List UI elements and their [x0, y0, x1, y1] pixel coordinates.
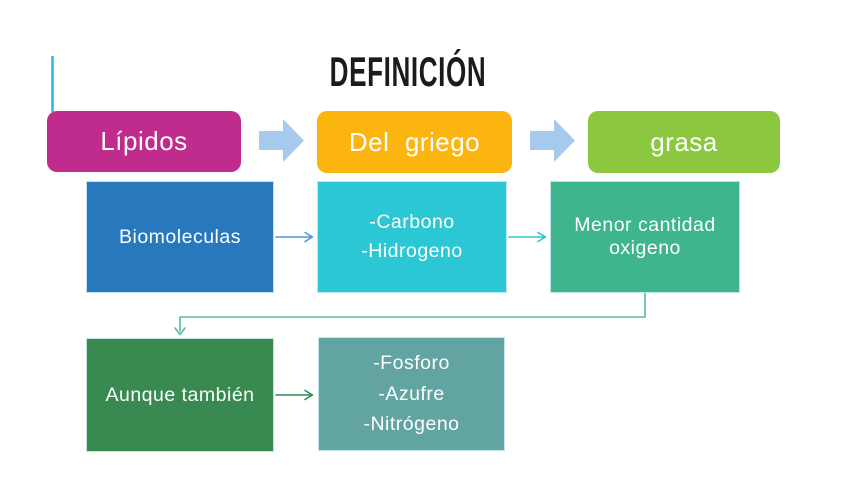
box-lipidos: Lípidos	[47, 111, 241, 172]
box-label: grasa	[650, 126, 718, 157]
box-label: Lípidos	[100, 126, 188, 156]
box-aunque-tambien: Aunque también	[86, 338, 274, 452]
box-label: Aunque también	[105, 383, 255, 406]
box-fosforo-azufre-nitrogeno: -Fosforo -Azufre -Nitrógeno	[318, 337, 505, 451]
arrow-carbono-menor-icon	[508, 231, 547, 243]
box-label: Menor cantidad oxigeno	[574, 213, 716, 259]
arrow-aunque-fosforo-icon	[275, 389, 314, 401]
block-arrow-lipidos-griego-icon	[259, 119, 304, 162]
box-menor-cantidad-oxigeno: Menor cantidad oxigeno	[550, 181, 740, 293]
box-label: Biomoleculas	[119, 225, 241, 248]
box-label: Del griego	[348, 126, 481, 157]
box-biomoleculas: Biomoleculas	[86, 181, 274, 293]
box-grasa: grasa	[588, 111, 780, 173]
box-label: -Carbono -Hidrogeno	[361, 210, 463, 262]
slide-title: DEFINICIÓN	[329, 48, 487, 95]
block-arrow-griego-grasa-icon	[530, 119, 575, 162]
box-carbono-hidrogeno: -Carbono -Hidrogeno	[317, 181, 507, 293]
box-label: -Fosforo -Azufre -Nitrógeno	[363, 351, 460, 436]
connector-menor-aunque-icon	[174, 292, 646, 336]
arrow-biomoleculas-carbono-icon	[275, 231, 314, 243]
box-del-griego: Del griego	[317, 111, 512, 173]
